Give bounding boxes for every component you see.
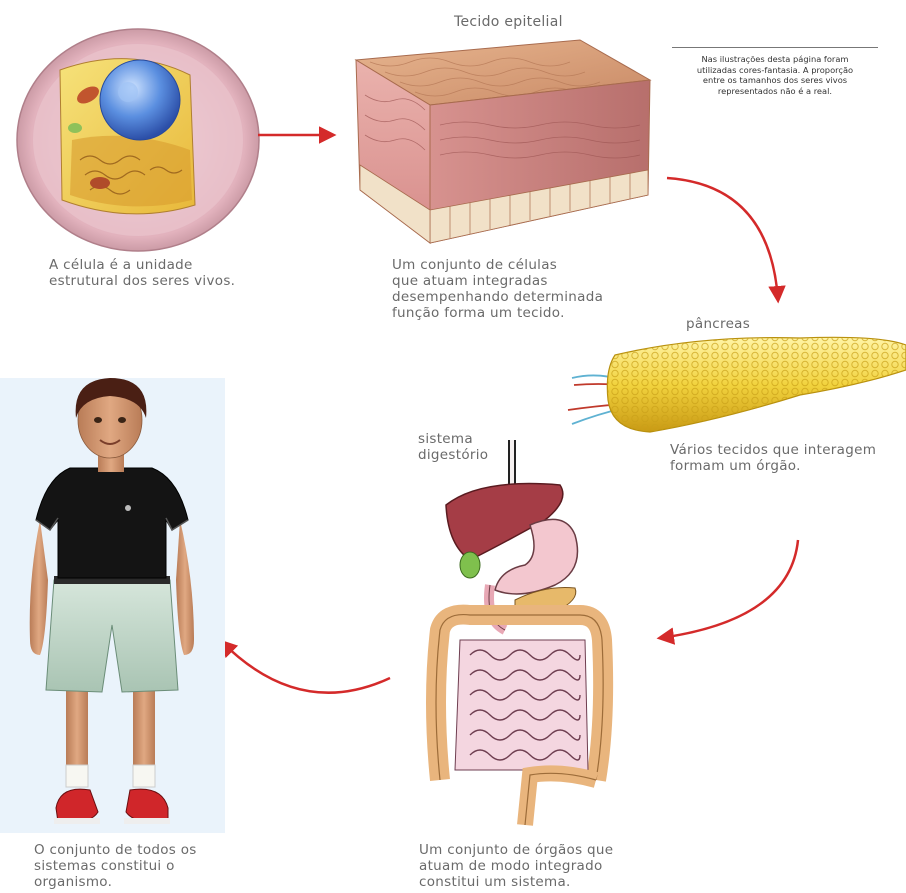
organ-label: pâncreas <box>686 316 750 332</box>
disclaimer-note: Nas ilustrações desta página foram utili… <box>672 47 878 96</box>
cell-caption: A célula é a unidade estrutural dos sere… <box>49 257 235 289</box>
tissue-caption: Um conjunto de células que atuam integra… <box>392 257 603 321</box>
tissue-illustration <box>356 40 650 243</box>
arrow-organ-to-system <box>660 540 798 638</box>
arrow-system-to-organism <box>222 642 390 693</box>
tissue-title: Tecido epitelial <box>454 14 563 30</box>
pancreas-illustration <box>568 337 906 432</box>
system-caption: Um conjunto de órgãos que atuam de modo … <box>419 842 613 890</box>
system-label: sistema digestório <box>418 431 488 463</box>
cell-illustration <box>17 29 259 251</box>
organ-caption: Vários tecidos que interagem formam um ó… <box>670 442 876 474</box>
arrow-tissue-to-organ <box>667 178 778 300</box>
human-figure-illustration <box>0 378 225 833</box>
organism-caption: O conjunto de todos os sistemas constitu… <box>34 842 197 890</box>
digestive-system-illustration <box>436 440 603 825</box>
